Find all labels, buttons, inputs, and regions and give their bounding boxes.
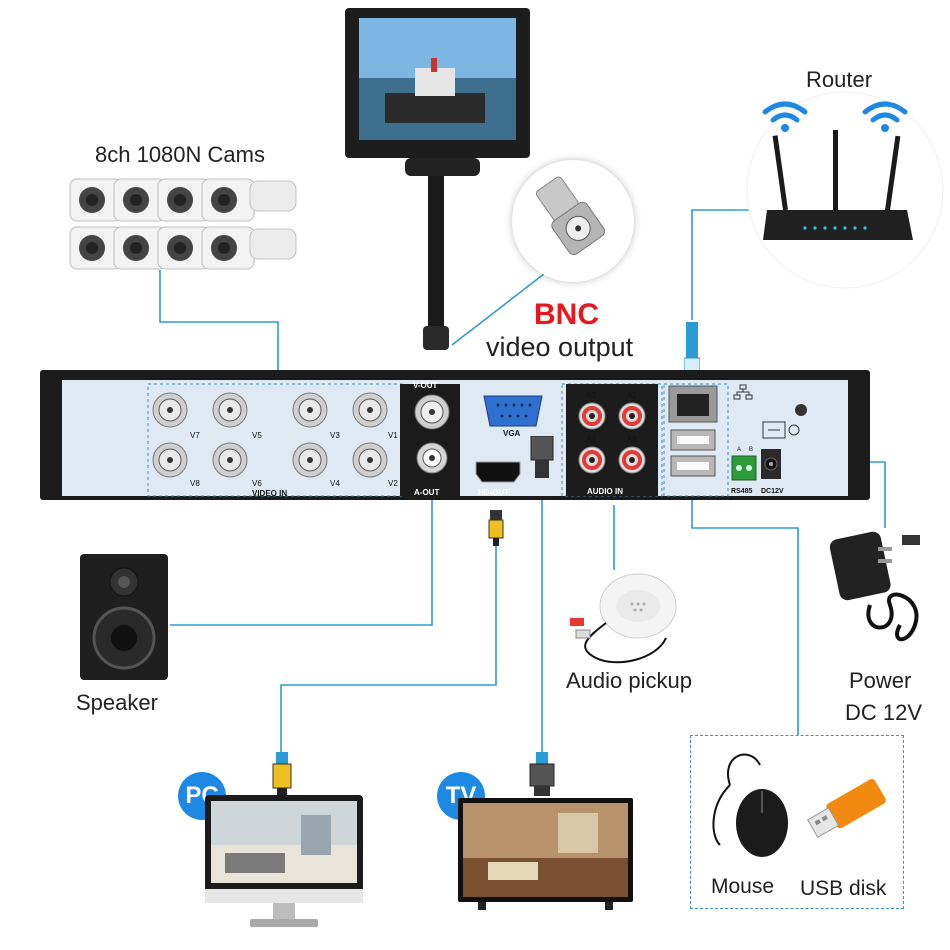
usb-disk-device (800, 770, 895, 850)
ch-label-v4: V4 (330, 479, 340, 488)
ch-label-v8: V8 (190, 479, 200, 488)
ground-symbol-icon (762, 420, 802, 440)
hd-out-label: HD-OUT (478, 488, 510, 497)
tv-display (458, 798, 633, 910)
vga-plug (529, 435, 555, 478)
audio-label-a4: A4 (586, 435, 596, 444)
audio-label-a3: A3 (586, 391, 596, 400)
network-symbol-icon (733, 384, 753, 400)
bnc-subtitle: video output (486, 332, 634, 362)
hdmi-cable (488, 510, 504, 546)
router-label: Router (806, 67, 873, 92)
mouse-label: Mouse (711, 875, 775, 898)
ch-label-v2: V2 (388, 479, 398, 488)
dc12v-label: DC12V (761, 488, 784, 495)
bnc-title: BNC (534, 298, 599, 331)
monitor-display (345, 8, 530, 350)
ch-label-v7: V7 (190, 431, 200, 440)
audio-pickup-label: Audio pickup (566, 668, 692, 693)
ch-label-v3: V3 (330, 431, 340, 440)
peripheral-box (690, 735, 904, 909)
vga-port (482, 394, 544, 428)
speaker-device (78, 552, 170, 682)
ground-screw-icon (795, 404, 807, 416)
vga-label: VGA (503, 429, 521, 438)
speaker-label: Speaker (76, 690, 158, 715)
audio-in-jacks (572, 398, 652, 482)
power-adapter (829, 525, 930, 655)
lan-usb-ports (665, 384, 721, 484)
pc-monitor (205, 795, 363, 930)
ch-label-v6: V6 (252, 479, 262, 488)
cams-label: 8ch 1080N Cams (95, 142, 265, 167)
hdmi-port (474, 460, 522, 484)
usb-disk-label: USB disk (800, 877, 887, 900)
hdmi-plug (272, 752, 292, 796)
audio-label-a2: A2 (627, 435, 637, 444)
rs485-label: RS485 (731, 488, 753, 495)
video-in-connectors (150, 388, 400, 488)
rs485-pin-a: A (737, 447, 742, 453)
v-out-a-out-jacks (410, 390, 456, 480)
ch-label-v1: V1 (388, 431, 398, 440)
ethernet-plug (683, 322, 701, 374)
camera-group (68, 175, 300, 275)
dc-power-jack (760, 448, 782, 480)
bnc-connector-callout (512, 160, 634, 282)
rs485-pin-b: B (749, 447, 754, 453)
dvr-rear-panel (40, 370, 870, 500)
rs485-terminal (731, 455, 757, 481)
video-in-label: VIDEO IN (252, 489, 288, 498)
power-label-line1: Power (849, 668, 912, 693)
audio-in-label: AUDIO IN (587, 487, 623, 496)
router-device (745, 90, 945, 290)
v-out-label: V-OUT (413, 381, 438, 390)
vga-plug-tv (527, 752, 557, 796)
ch-label-v5: V5 (252, 431, 262, 440)
audio-label-a1: A1 (627, 391, 637, 400)
audio-pickup-device (566, 568, 686, 668)
mouse-device (700, 745, 795, 865)
a-out-label: A-OUT (414, 488, 440, 497)
power-label-line2: DC 12V (845, 700, 923, 725)
